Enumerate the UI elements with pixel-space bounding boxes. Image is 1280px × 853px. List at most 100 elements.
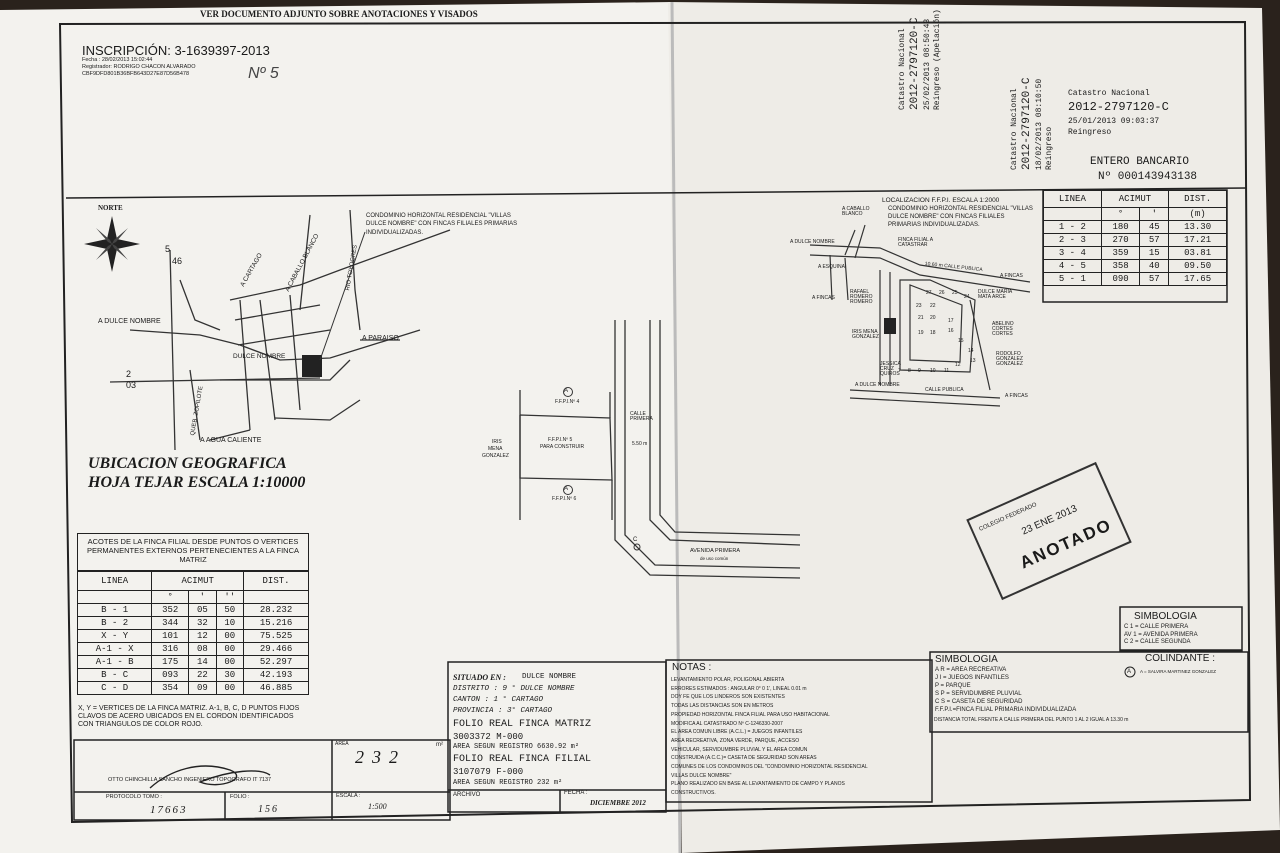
acotes-cell: B - 2 [76, 616, 153, 630]
simbologia-2-line: J I = JUEGOS INFANTILES [935, 675, 1009, 681]
north-compass-icon [84, 216, 140, 272]
acotes-cell: 75.525 [243, 629, 309, 643]
lot-para-construir: PARA CONSTRUIR [540, 444, 585, 450]
acotes-subheader-dist [243, 590, 309, 604]
loc-iris: IRIS MENA GONZALEZ [852, 329, 879, 340]
simbologia-2-title: SIMBOLOGIA [935, 654, 998, 665]
lot-circle-a-top: A [564, 388, 569, 394]
acotes-header-dist: DIST. [243, 571, 309, 591]
loc-rodolfo: RODOLFO GONZALEZ GONZALEZ [996, 351, 1023, 367]
bearing-cell: 358 [1100, 259, 1141, 273]
loc-a-fincas-bottom: A FINCAS [1005, 393, 1028, 399]
lot-distance: 5.50 m [632, 441, 648, 447]
lot-ffpi4: F.F.P.I.Nº 4 [555, 399, 580, 405]
loc-lot-number: 9 [918, 368, 921, 374]
acotes-cell: 316 [151, 642, 190, 656]
acotes-cell: 46.885 [243, 681, 309, 695]
acotes-title: ACOTES DE LA FINCA FILIAL DESDE PUNTOS O… [77, 533, 309, 571]
acotes-cell: 352 [151, 603, 190, 617]
simbologia-1-line: C 2 = CALLE SEGUNDA [1124, 639, 1191, 645]
acotes-cell: 52.297 [243, 655, 309, 669]
acotes-cell: 09 [188, 681, 217, 695]
acotes-cell: 00 [215, 655, 245, 669]
acotes-subheader-min: ' [188, 590, 217, 604]
bearing-cell: 5 - 1 [1043, 272, 1102, 286]
lot-owner-1: IRIS [492, 439, 502, 445]
notas-line: EL AREA COMUN LIBRE (A.C.L.) = JUEGOS IN… [671, 729, 803, 736]
lot-owner-3: GONZALEZ [482, 453, 509, 459]
fecha-label: FECHA : [564, 790, 588, 796]
protocolo-value: 17663 [150, 804, 188, 816]
area-registro-filial: AREA SEGUN REGISTRO 232 m² [453, 779, 563, 787]
folio-matriz-num: 3003372 M-000 [453, 732, 524, 742]
loc-lot-number: 14 [968, 348, 974, 354]
bearing-cell: 180 [1100, 220, 1141, 234]
simbologia-2-footer: DISTANCIA TOTAL FRENTE A CALLE PRIMERA D… [934, 717, 1129, 723]
acotes-cell: 093 [151, 668, 190, 682]
acotes-cell: 12 [188, 629, 217, 643]
acotes-cell: 32 [188, 616, 217, 630]
lot-avenida: AVENIDA PRIMERA [690, 548, 741, 554]
acotes-cell: 101 [151, 629, 190, 643]
acotes-cell: 344 [151, 616, 190, 630]
colindante-title: COLINDANTE : [1145, 653, 1216, 664]
acotes-cell: 00 [215, 681, 245, 695]
area-unit: m² [436, 742, 443, 748]
notas-line: COMUNES DE LOS CONDOMINOS DEL "CONDOMINI… [671, 764, 868, 771]
map-subtitle: HOJA TEJAR ESCALA 1:10000 [88, 474, 306, 491]
bearing-cell: 1 - 2 [1043, 220, 1102, 234]
situado-label: SITUADO EN : [453, 673, 506, 682]
bearing-subheader-deg: ° [1100, 207, 1141, 221]
notas-line: TODAS LAS DISTANCIAS SON EN METROS [671, 703, 774, 710]
loc-lot-number: 27 [926, 290, 932, 296]
escala-value: 1:500 [368, 802, 387, 811]
simbologia-1-line: C 1 = CALLE PRIMERA [1124, 624, 1189, 630]
folio-matriz: FOLIO REAL FINCA MATRIZ [453, 719, 592, 730]
grid-5: 5 [165, 244, 171, 254]
loc-a-caballo: A CABALLO BLANCO [842, 206, 870, 217]
map-title: UBICACION GEOGRAFICA [88, 455, 287, 472]
acotes-subheader-sec: '' [215, 590, 245, 604]
label-a-agua-caliente: A AGUA CALIENTE [200, 437, 262, 444]
bearing-cell: 15 [1139, 246, 1170, 260]
bearing-header-dist: DIST. [1168, 190, 1227, 208]
bearing-cell: 17.21 [1168, 233, 1227, 247]
situado-value: DULCE NOMBRE [522, 673, 577, 681]
inscription-number: INSCRIPCIÓN: 3-1639397-2013 [82, 43, 270, 58]
notas-line: CONSTRUCTIVOS. [671, 790, 716, 797]
notas-line: CONSTRUIDA (A.C.C.)= CASETA DE SEGURIDAD… [671, 755, 817, 762]
notas-line: ERRORES ESTIMADOS : ANGULAR 0° 0 1', LIN… [671, 685, 807, 692]
acotes-cell: 50 [215, 603, 245, 617]
acotes-header-linea: LINEA [76, 571, 153, 591]
bearing-cell: 4 - 5 [1043, 259, 1102, 273]
catastro-stamp-1: Catastro Nacional 2012-2797120-C 25/02/2… [898, 9, 943, 110]
loc-condo: CONDOMINIO HORIZONTAL RESIDENCIAL "VILLA… [888, 206, 1033, 228]
area-label: AREA [335, 741, 349, 747]
distrito: DISTRITO : 9 ° DULCE NOMBRE [453, 685, 575, 693]
loc-a-esquina: A ESQUINA [818, 264, 845, 270]
acotes-cell: B - C [76, 668, 153, 682]
loc-lot-number: 7 [898, 368, 901, 374]
bearing-cell: 3 - 4 [1043, 246, 1102, 260]
label-a-dulce-nombre: A DULCE NOMBRE [98, 318, 161, 325]
north-label: NORTE [98, 204, 123, 212]
acotes-cell: A-1 - X [76, 642, 153, 656]
acotes-cell: 29.466 [243, 642, 309, 656]
lot-circle-a-bottom: A [564, 486, 569, 492]
acotes-cell: 354 [151, 681, 190, 695]
area-value: 232 [355, 747, 406, 767]
notas-line: DOY FE QUE LOS LINDEROS SON EXISTENTES [671, 694, 785, 701]
notas-title: NOTAS : [672, 662, 712, 673]
acotes-cell: 22 [188, 668, 217, 682]
lot-ffpi5: F.F.P.I.Nº 5 [548, 437, 573, 443]
loc-lot-number: 8 [908, 368, 911, 374]
folio-value: 156 [258, 804, 279, 815]
